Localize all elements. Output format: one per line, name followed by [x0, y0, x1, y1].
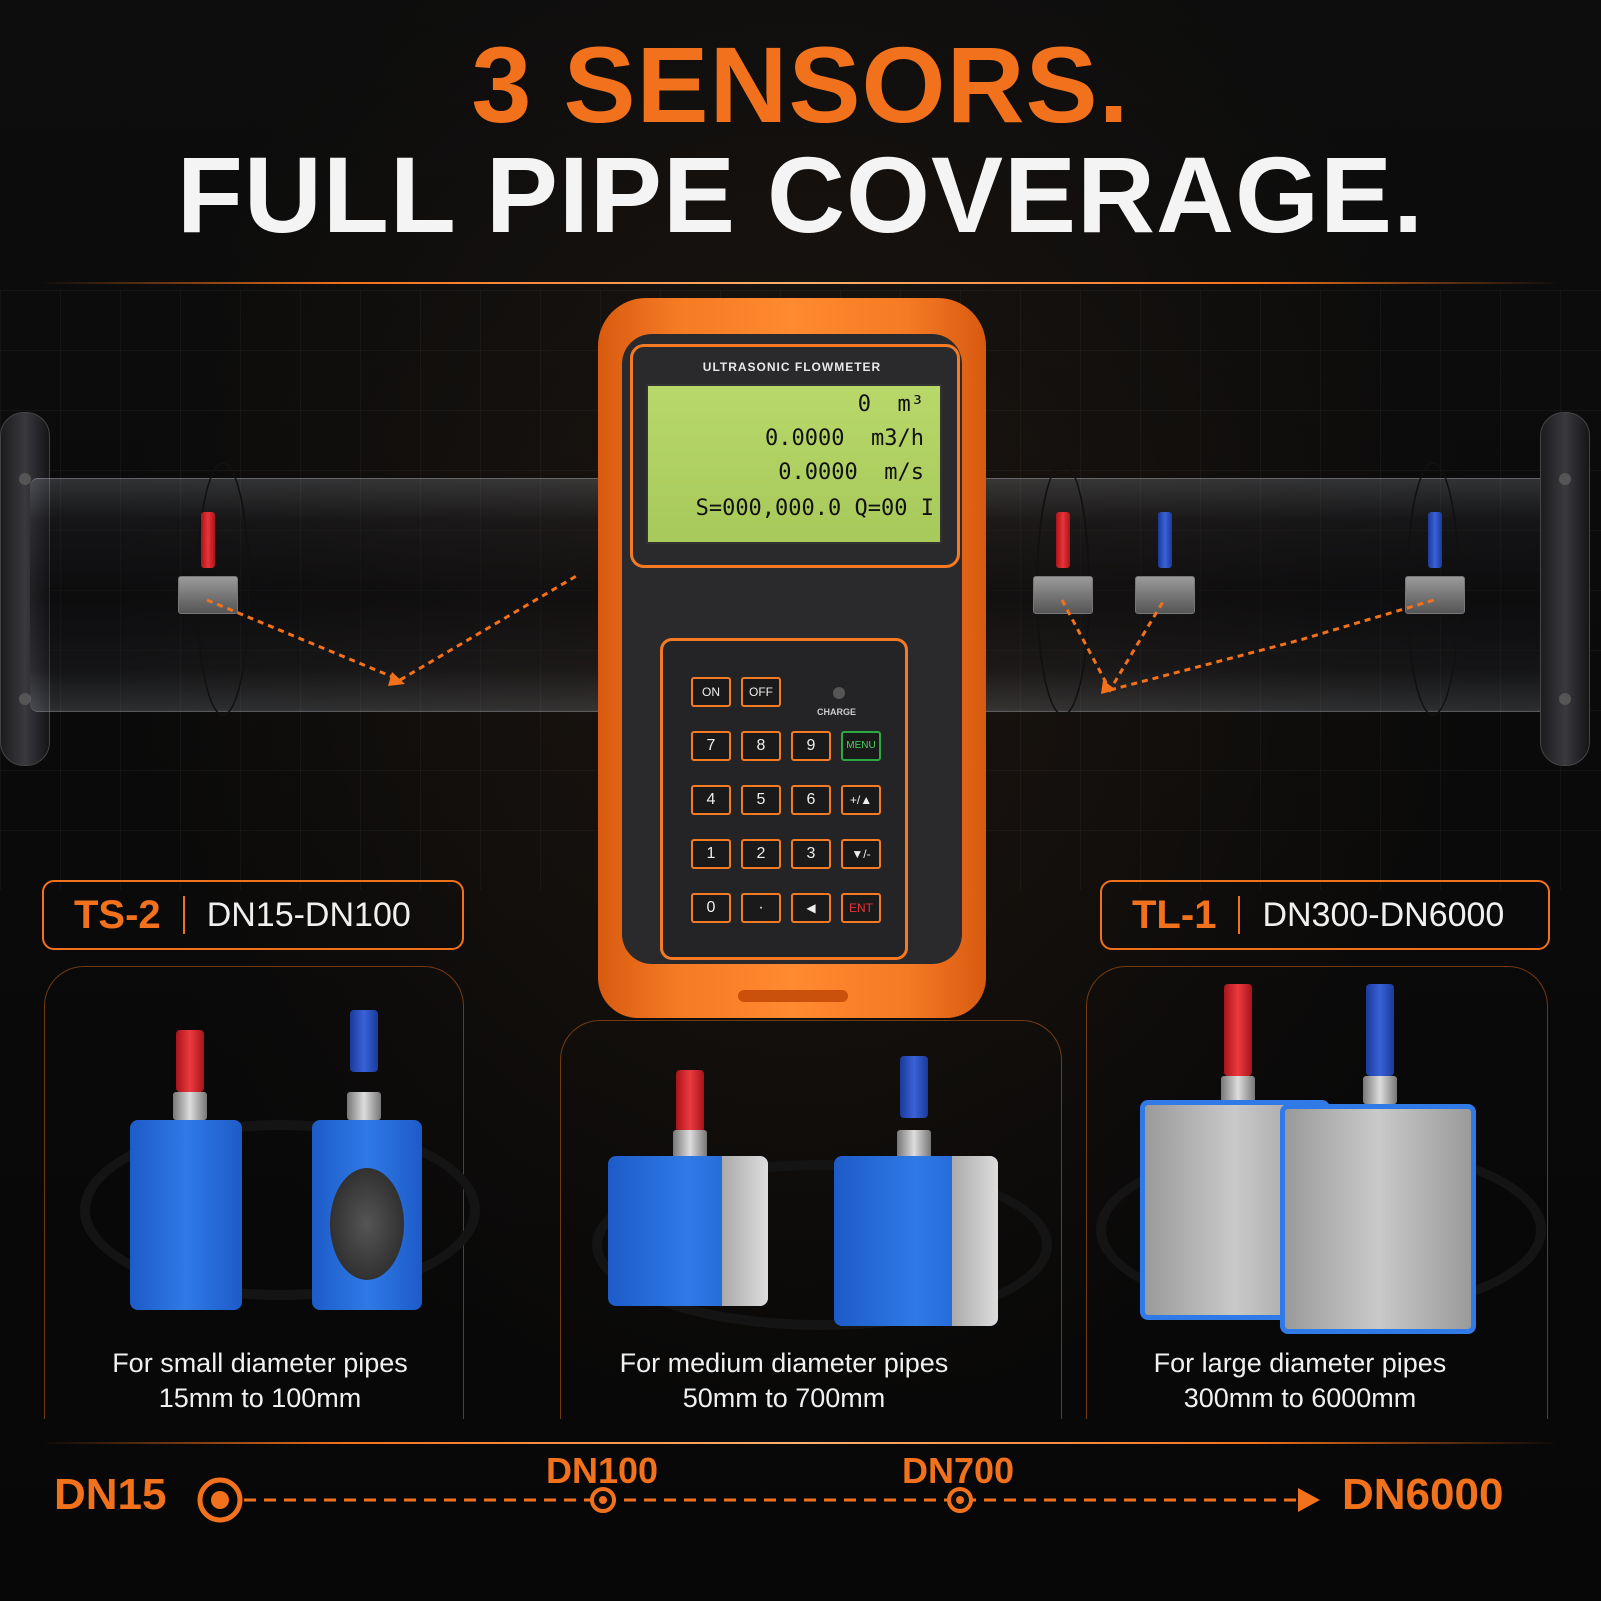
menu-button[interactable]: MENU [841, 731, 881, 761]
connector-nut [347, 1092, 381, 1120]
bottom-divider [40, 1442, 1560, 1444]
charge-led-icon [833, 687, 845, 699]
transducer-red-connector [201, 512, 215, 568]
screen-frame [630, 344, 960, 568]
scale-start-label: DN15 [54, 1470, 167, 1519]
connector-nut [897, 1130, 931, 1158]
model-range: DN300-DN6000 [1262, 895, 1505, 934]
small-transducer-red [130, 1120, 242, 1310]
large-transducer-blue [1280, 1104, 1476, 1334]
key-2[interactable]: 2 [741, 839, 781, 869]
key-0[interactable]: 0 [691, 893, 731, 923]
screen-line-velocity: 0.0000 m/s [778, 460, 924, 485]
keypad: ON OFF CHARGE 7 8 9 MENU 4 5 6 +/▲ 1 2 3… [660, 638, 908, 960]
caption-small: For small diameter pipes 15mm to 100mm [60, 1346, 460, 1416]
arrow-right-icon [1298, 1488, 1320, 1512]
key-9[interactable]: 9 [791, 731, 831, 761]
blue-connector [900, 1056, 928, 1118]
red-connector [676, 1070, 704, 1132]
key-7[interactable]: 7 [691, 731, 731, 761]
enter-button[interactable]: ENT [841, 893, 881, 923]
scale-end-label: DN6000 [1342, 1470, 1504, 1519]
blue-connector [1366, 984, 1394, 1076]
label-separator [1238, 896, 1241, 934]
model-name: TL-1 [1132, 892, 1217, 937]
label-separator [182, 896, 185, 934]
caption-line2: 50mm to 700mm [682, 1383, 886, 1413]
sensor-panel-large [1086, 966, 1548, 1419]
lcd-screen: 0 m³ 0.0000 m3/h 0.0000 m/s S=000,000.0 … [646, 384, 942, 544]
headline-line2: FULL PIPE COVERAGE. [176, 134, 1425, 255]
scale-marker-icon [947, 1487, 973, 1513]
model-name: TS-2 [74, 892, 161, 937]
caption-large: For large diameter pipes 300mm to 6000mm [1100, 1346, 1500, 1416]
connector-nut [1363, 1076, 1397, 1104]
model-label-tl1: TL-1 DN300-DN6000 [1100, 880, 1550, 950]
transducer-clamp-icon [1033, 576, 1093, 614]
medium-transducer-red [608, 1156, 768, 1306]
connector-nut [173, 1092, 207, 1120]
key-5[interactable]: 5 [741, 785, 781, 815]
ultrasonic-flowmeter: ULTRASONIC FLOWMETER 0 m³ 0.0000 m3/h 0.… [598, 298, 986, 1018]
off-button[interactable]: OFF [741, 677, 781, 707]
headline-line1: 3 SENSORS. [471, 24, 1130, 145]
caption-line1: For medium diameter pipes [619, 1348, 949, 1378]
scale-mid2-label: DN700 [902, 1450, 1015, 1491]
key-6[interactable]: 6 [791, 785, 831, 815]
model-range: DN15-DN100 [206, 895, 411, 934]
scale-marker-icon [197, 1477, 243, 1523]
screen-line-volume: 0 m³ [857, 392, 924, 417]
back-button[interactable]: ◀ [791, 893, 831, 923]
key-8[interactable]: 8 [741, 731, 781, 761]
scale-mid1-label: DN100 [546, 1450, 659, 1491]
cable-coil [592, 1160, 1052, 1330]
screen-line-flow-rate: 0.0000 m3/h [765, 426, 924, 451]
meter-title: ULTRASONIC FLOWMETER [702, 360, 882, 374]
blue-connector [350, 1010, 378, 1072]
model-label-ts2: TS-2 DN15-DN100 [42, 880, 464, 950]
connector-nut [673, 1130, 707, 1158]
meter-face: ULTRASONIC FLOWMETER 0 m³ 0.0000 m3/h 0.… [622, 334, 962, 964]
caption-line1: For small diameter pipes [112, 1348, 408, 1378]
top-divider [40, 282, 1560, 284]
meter-grip [738, 990, 848, 1002]
charge-label: CHARGE [817, 707, 857, 717]
caption-line1: For large diameter pipes [1153, 1348, 1447, 1378]
transducer-clamp-icon [1135, 576, 1195, 614]
transducer-blue-connector [1428, 512, 1442, 568]
transducer-red-connector [1056, 512, 1070, 568]
plus-up-button[interactable]: +/▲ [841, 785, 881, 815]
key-3[interactable]: 3 [791, 839, 831, 869]
red-connector [1224, 984, 1252, 1076]
scale-marker-icon [590, 1487, 616, 1513]
transducer-clamp-icon [1405, 576, 1465, 614]
on-button[interactable]: ON [691, 677, 731, 707]
key-1[interactable]: 1 [691, 839, 731, 869]
small-transducer-blue [312, 1120, 422, 1310]
cable-coil [80, 1120, 480, 1300]
caption-line2: 15mm to 100mm [158, 1383, 362, 1413]
dot-button[interactable]: · [741, 893, 781, 923]
caption-line2: 300mm to 6000mm [1183, 1383, 1417, 1413]
minus-down-button[interactable]: ▼/- [841, 839, 881, 869]
sensor-panel-medium [560, 1020, 1062, 1419]
medium-transducer-blue [834, 1156, 998, 1326]
caption-medium: For medium diameter pipes 50mm to 700mm [584, 1346, 984, 1416]
red-connector [176, 1030, 204, 1092]
pipe-flange-right [1540, 412, 1590, 766]
key-4[interactable]: 4 [691, 785, 731, 815]
transducer-blue-connector [1158, 512, 1172, 568]
screen-line-status: S=000,000.0 Q=00 I [695, 496, 934, 521]
connector-nut [1221, 1076, 1255, 1104]
